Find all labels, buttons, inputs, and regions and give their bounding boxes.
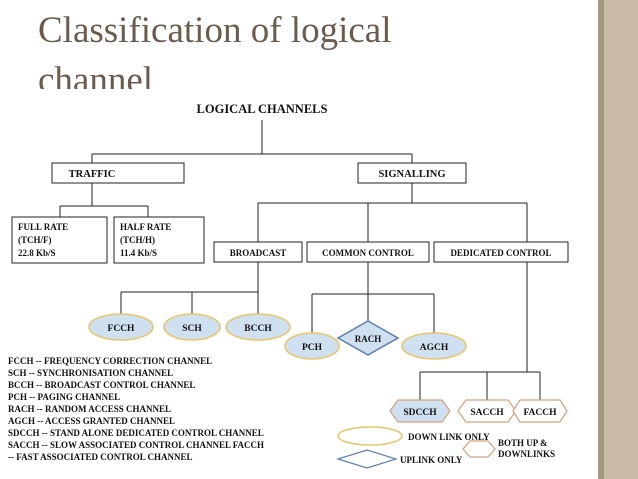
- definition-bcch: BCCH -- BROADCAST CONTROL CHANNEL: [8, 380, 195, 390]
- definition-sacch: SACCH -- SLOW ASSOCIATED CONTROL CHANNEL…: [8, 440, 264, 450]
- bcch-label: BCCH: [244, 324, 272, 334]
- broadcast-label: BROADCAST: [230, 248, 287, 258]
- half-rate-line-2: (TCH/H): [120, 235, 155, 245]
- definition-sdcch: SDCCH -- STAND ALONE DEDICATED CONTROL C…: [8, 428, 264, 438]
- connector-lines: [59, 120, 541, 400]
- definition-fcch: FCCH -- FREQUENCY CORRECTION CHANNEL: [8, 356, 212, 366]
- sacch-label: SACCH: [470, 408, 504, 418]
- logical-channels-diagram: LOGICAL CHANNELS TRAFFIC SIGNALLING FULL…: [0, 89, 588, 479]
- slide-title: Classification of logical channel: [38, 10, 392, 90]
- root-label: LOGICAL CHANNELS: [197, 102, 328, 116]
- definition-sch: SCH -- SYNCHRONISATION CHANNEL: [8, 368, 173, 378]
- fcch-node: [88, 313, 154, 341]
- facch-label: FACCH: [523, 408, 557, 418]
- half-rate-line-1: HALF RATE: [120, 222, 171, 232]
- uplink-key-label: UPLINK ONLY: [400, 455, 463, 465]
- traffic-label: TRAFFIC: [69, 169, 116, 180]
- downlink-key-symbol: [337, 426, 403, 446]
- definition-pch: PCH -- PAGING CHANNEL: [8, 392, 120, 402]
- sdcch-node: [389, 399, 451, 423]
- dedicated-control-box: [433, 241, 569, 263]
- traffic-box: [51, 162, 185, 184]
- sdcch-label: SDCCH: [403, 408, 437, 418]
- half-rate-line-3: 11.4 Kb/S: [120, 248, 157, 258]
- downlink-key-label: DOWN LINK ONLY: [408, 432, 490, 442]
- both-links-key-line-1: BOTH UP &: [498, 438, 548, 448]
- pch-label: PCH: [302, 343, 323, 353]
- both-links-key-line-2: DOWNLINKS: [498, 449, 555, 459]
- signalling-label: SIGNALLING: [378, 169, 445, 180]
- pch-node: [284, 332, 340, 360]
- uplink-key-symbol: [335, 449, 399, 469]
- decorative-sidebar: [598, 0, 638, 479]
- diagram-canvas: LOGICAL CHANNELS TRAFFIC SIGNALLING FULL…: [8, 102, 569, 469]
- bcch-node: [225, 313, 291, 341]
- broadcast-box: [213, 241, 303, 263]
- definition-facch: -- FAST ASSOCIATED CONTROL CHANNEL: [8, 452, 193, 462]
- signalling-box: [357, 162, 467, 184]
- definition-rach: RACH -- RANDOM ACCESS CHANNEL: [8, 404, 171, 414]
- definition-agch: AGCH -- ACCESS GRANTED CHANNEL: [8, 416, 175, 426]
- rach-node: [336, 320, 400, 356]
- rach-label: RACH: [355, 334, 382, 344]
- agch-label: AGCH: [420, 343, 449, 353]
- definitions-list: FCCH -- FREQUENCY CORRECTION CHANNEL SCH…: [8, 356, 264, 462]
- common-control-label: COMMON CONTROL: [322, 248, 414, 258]
- sidebar-edge: [598, 0, 604, 479]
- common-control-box: [306, 241, 430, 263]
- half-rate-box: [113, 216, 205, 264]
- sch-label: SCH: [182, 324, 202, 334]
- fcch-label: FCCH: [108, 324, 136, 334]
- agch-node: [401, 332, 467, 360]
- full-rate-line-2: (TCH/F): [18, 235, 52, 245]
- sacch-node: [457, 399, 517, 423]
- full-rate-box: [11, 216, 108, 264]
- facch-node: [512, 399, 568, 423]
- dedicated-control-label: DEDICATED CONTROL: [450, 248, 551, 258]
- full-rate-line-1: FULL RATE: [18, 222, 68, 232]
- full-rate-line-3: 22.8 Kb/S: [18, 248, 56, 258]
- both-links-key-symbol: [462, 440, 496, 458]
- sch-node: [163, 313, 221, 341]
